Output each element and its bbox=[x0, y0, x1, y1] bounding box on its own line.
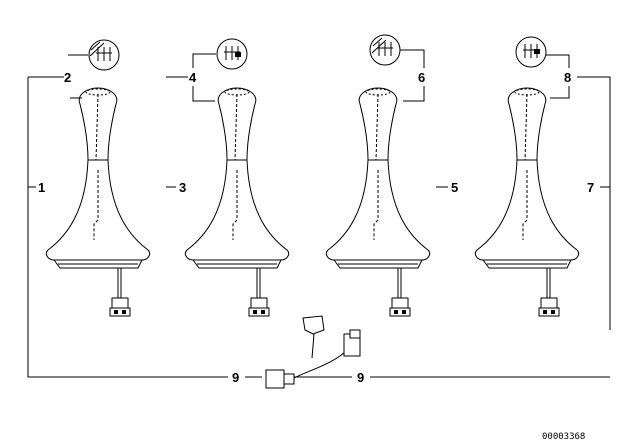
gear-knob-5 bbox=[325, 87, 431, 317]
gear-knob-1 bbox=[45, 87, 151, 317]
wiring-harness bbox=[265, 315, 361, 389]
shift-pattern-badge-2 bbox=[88, 39, 120, 71]
callout-8: 8 bbox=[564, 70, 571, 85]
callout-4: 4 bbox=[189, 70, 197, 85]
callout-2: 2 bbox=[64, 70, 71, 85]
callout-9b: 9 bbox=[357, 370, 364, 385]
gear-knob-3 bbox=[184, 87, 290, 317]
callout-9a: 9 bbox=[232, 370, 239, 385]
callout-3: 3 bbox=[179, 180, 186, 195]
gear-knob-7 bbox=[474, 87, 580, 317]
shift-pattern-badge-4 bbox=[216, 38, 248, 70]
shift-pattern-badge-6 bbox=[369, 34, 401, 66]
leader-lines bbox=[27, 49, 611, 378]
callout-7: 7 bbox=[587, 180, 594, 195]
callout-5: 5 bbox=[451, 180, 458, 195]
callout-1: 1 bbox=[38, 180, 45, 195]
image-code: 00003368 bbox=[542, 432, 585, 442]
callout-6: 6 bbox=[418, 70, 425, 85]
shift-pattern-badge-8 bbox=[515, 36, 547, 68]
